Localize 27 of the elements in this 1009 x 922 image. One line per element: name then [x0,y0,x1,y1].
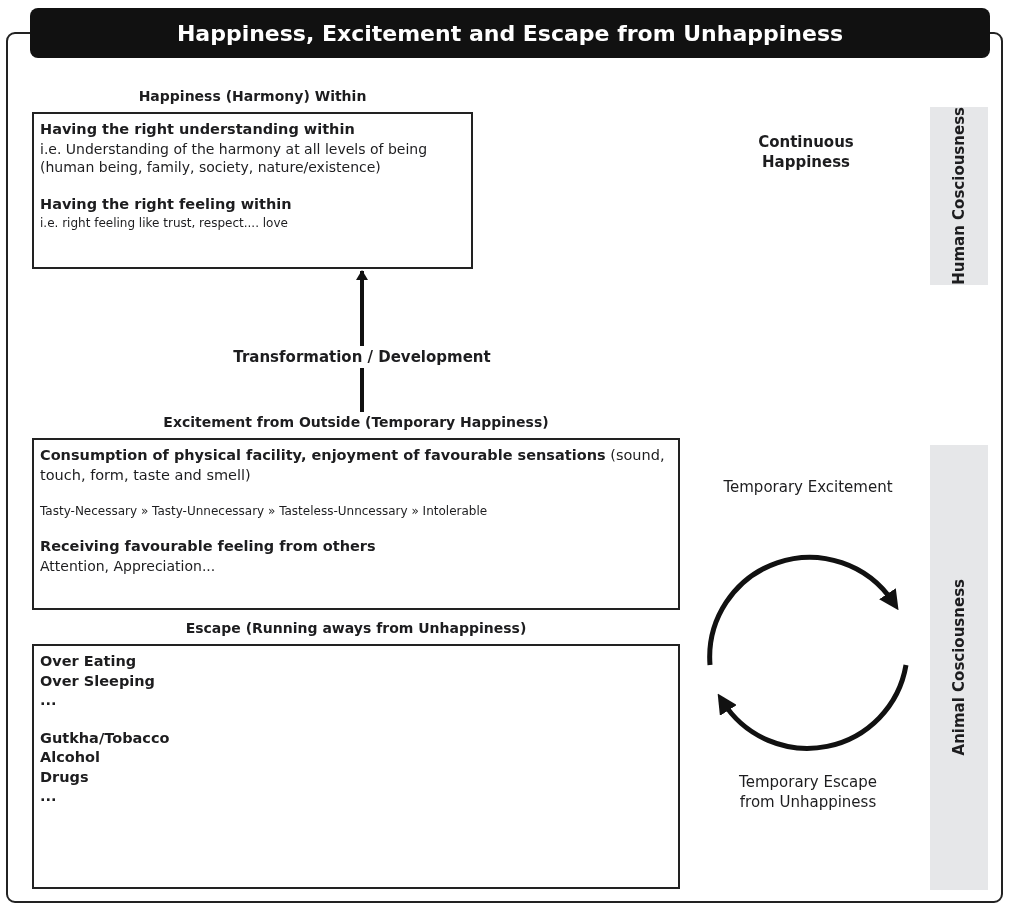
box-text: ... [40,787,58,807]
box-text: Alcohol [40,748,101,768]
box-text: Tasty-Necessary » Tasty-Unnecessary » Tasteless-Unncessary » Intolerable [40,503,489,520]
box-text: ... [40,691,58,711]
side-band [930,445,988,890]
arrow [356,270,368,412]
title-banner: Happiness, Excitement and Escape from Unhappiness [30,8,990,58]
note-text: Temporary Escape from Unhappiness [738,773,878,812]
band-label: Human Cosciousness [950,107,968,285]
box-text: Gutkha/Tobacco [40,728,171,748]
box-text: Over Sleeping [40,671,156,691]
box-text: Having the right understanding within [40,120,356,139]
note-text: Temporary Excitement [722,478,894,498]
box-text: Drugs [40,767,90,787]
box-text: i.e. right feeling like trust, respect.... love [40,214,289,232]
box-text: Consumption of physical facility, enjoyment of favourable sensations (sound, touch, form, taste and smell) [40,446,666,485]
box-text: Having the right feeling within [40,195,293,215]
note-text: Continuous Happiness [757,133,855,172]
box-text: Over Eating [40,652,138,671]
box-text: Attention, Appreciation... [40,556,217,576]
box-text: i.e. Understanding of the harmony at all levels of being (human being, family, society, nature/existence) [40,139,429,178]
band-label: Animal Cosciousness [950,579,968,756]
side-band [930,107,988,285]
box-heading: Excitement from Outside (Temporary Happiness) [162,414,550,430]
box-heading: Happiness (Harmony) Within [137,88,368,104]
box-heading: Escape (Running aways from Unhappiness) [184,620,528,636]
box-text: Receiving favourable feeling from others [40,537,377,557]
